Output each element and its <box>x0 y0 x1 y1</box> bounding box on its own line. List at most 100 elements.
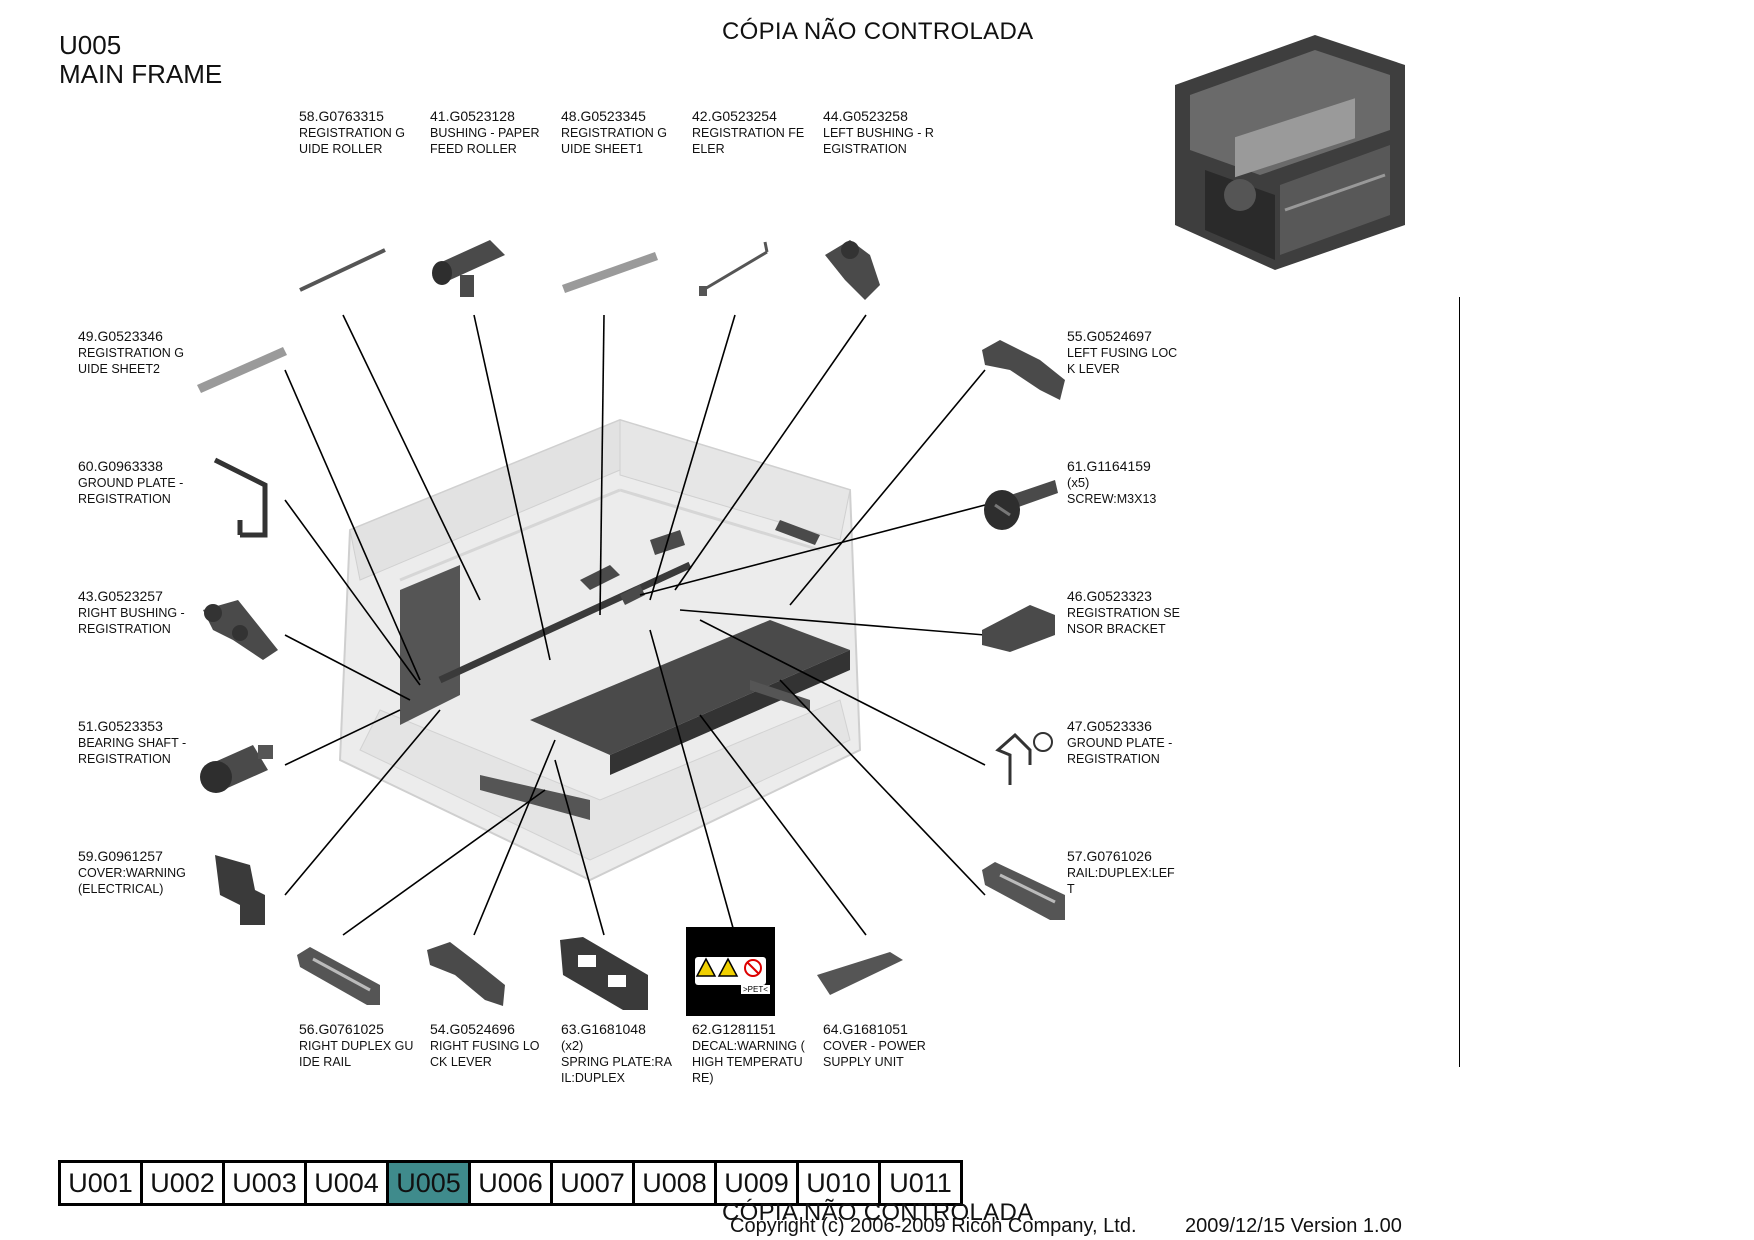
rail-duplex-left-image <box>982 862 1065 920</box>
part-number: 41.G0523128 <box>430 108 515 124</box>
tab-u010[interactable]: U010 <box>799 1163 881 1203</box>
bearing-shaft-registration-image <box>200 745 273 793</box>
warning-decal-image: >PET< <box>686 927 775 1016</box>
tab-u004[interactable]: U004 <box>307 1163 389 1203</box>
part-quantity: (x5) <box>1067 475 1090 490</box>
part-number: 47.G0523336 <box>1067 718 1152 734</box>
divider-line <box>1459 297 1460 1067</box>
registration-guide-roller-image <box>299 248 386 292</box>
right-bushing-registration-image <box>203 600 278 660</box>
screw-m3x13-image <box>984 480 1058 530</box>
part-label-57: 57.G0761026 RAIL:DUPLEX:LEF T <box>1067 847 1197 897</box>
part-description: RAIL:DUPLEX:LEF T <box>1067 866 1175 896</box>
part-description: REGISTRATION SE NSOR BRACKET <box>1067 606 1180 636</box>
part-number: 62.G1281151 <box>692 1021 776 1037</box>
right-duplex-guide-rail-image <box>297 947 380 1005</box>
tab-u006[interactable]: U006 <box>471 1163 553 1203</box>
part-label-58: 58.G0763315 REGISTRATION G UIDE ROLLER <box>299 107 429 157</box>
part-number: 51.G0523353 <box>78 718 163 734</box>
part-number: 63.G1681048 <box>561 1021 646 1037</box>
part-label-46: 46.G0523323 REGISTRATION SE NSOR BRACKET <box>1067 587 1197 637</box>
part-label-64: 64.G1681051 COVER - POWER SUPPLY UNIT <box>823 1020 953 1070</box>
part-number: 49.G0523346 <box>78 328 163 344</box>
part-number: 44.G0523258 <box>823 108 908 124</box>
decal-panel <box>695 957 766 985</box>
cover-power-supply-unit-image <box>817 952 903 995</box>
registration-guide-sheet1-image <box>562 252 658 293</box>
main-frame-assembly-image <box>338 418 862 882</box>
part-number: 54.G0524696 <box>430 1021 515 1037</box>
part-description: LEFT FUSING LOC K LEVER <box>1067 346 1178 376</box>
part-number: 55.G0524697 <box>1067 328 1152 344</box>
part-label-59: 59.G0961257 COVER:WARNING (ELECTRICAL) <box>78 847 208 897</box>
tab-u011[interactable]: U011 <box>889 1168 952 1198</box>
part-label-61: 61.G1164159 (x5) SCREW:M3X13 <box>1067 457 1197 507</box>
part-number: 61.G1164159 <box>1067 458 1151 474</box>
part-description: BUSHING - PAPER FEED ROLLER <box>430 126 540 156</box>
part-label-42: 42.G0523254 REGISTRATION FE ELER <box>692 107 822 157</box>
part-description: BEARING SHAFT - REGISTRATION <box>78 736 187 766</box>
part-description: DECAL:WARNING ( HIGH TEMPERATU RE) <box>692 1039 805 1085</box>
part-description: SPRING PLATE:RA IL:DUPLEX <box>561 1055 672 1085</box>
registration-guide-sheet2-image <box>197 347 287 393</box>
part-label-43: 43.G0523257 RIGHT BUSHING - REGISTRATION <box>78 587 208 637</box>
part-number: 43.G0523257 <box>78 588 163 604</box>
tab-u007[interactable]: U007 <box>553 1163 635 1203</box>
part-description: COVER:WARNING (ELECTRICAL) <box>78 866 186 896</box>
part-description: REGISTRATION G UIDE SHEET2 <box>78 346 185 376</box>
left-fusing-lock-lever-image <box>982 340 1065 400</box>
tab-u008[interactable]: U008 <box>635 1163 717 1203</box>
part-label-51: 51.G0523353 BEARING SHAFT - REGISTRATION <box>78 717 208 767</box>
part-label-41: 41.G0523128 BUSHING - PAPER FEED ROLLER <box>430 107 560 157</box>
version-text: 2009/12/15 Version 1.00 <box>1185 1215 1402 1237</box>
footer-uncontrolled-copy-stamp: CÓPIA NÃO CONTROLADA <box>722 1199 1034 1226</box>
registration-sensor-bracket-image <box>982 605 1055 652</box>
part-description: LEFT BUSHING - R EGISTRATION <box>823 126 934 156</box>
part-description: GROUND PLATE - REGISTRATION <box>78 476 184 506</box>
part-number: 48.G0523345 <box>561 108 646 124</box>
part-number: 42.G0523254 <box>692 108 777 124</box>
part-description: COVER - POWER SUPPLY UNIT <box>823 1039 926 1069</box>
tab-u005[interactable]: U005 <box>389 1163 471 1203</box>
printer-overview-image <box>1175 35 1405 270</box>
copyright-text: Copyright (c) 2006-2009 Ricoh Company, L… <box>730 1215 1137 1237</box>
spring-plate-rail-duplex-image <box>560 937 648 1010</box>
registration-feeler-image <box>699 241 769 296</box>
part-label-60: 60.G0963338 GROUND PLATE - REGISTRATION <box>78 457 208 507</box>
part-label-49: 49.G0523346 REGISTRATION G UIDE SHEET2 <box>78 327 208 377</box>
decal-pet-text: >PET< <box>741 985 770 994</box>
part-label-55: 55.G0524697 LEFT FUSING LOC K LEVER <box>1067 327 1197 377</box>
part-description: RIGHT DUPLEX GU IDE RAIL <box>299 1039 414 1069</box>
uncontrolled-copy-stamp: CÓPIA NÃO CONTROLADA <box>722 18 1034 45</box>
tab-u003[interactable]: U003 <box>225 1163 307 1203</box>
tab-u009[interactable]: U009 <box>717 1163 799 1203</box>
part-label-48: 48.G0523345 REGISTRATION G UIDE SHEET1 <box>561 107 691 157</box>
part-quantity: (x2) <box>561 1038 584 1053</box>
cover-warning-electrical-image <box>215 855 265 925</box>
part-description: GROUND PLATE - REGISTRATION <box>1067 736 1173 766</box>
part-number: 60.G0963338 <box>78 458 163 474</box>
part-number: 57.G0761026 <box>1067 848 1152 864</box>
part-description: RIGHT BUSHING - REGISTRATION <box>78 606 185 636</box>
part-label-54: 54.G0524696 RIGHT FUSING LO CK LEVER <box>430 1020 560 1070</box>
bushing-paper-feed-roller-image <box>432 240 505 297</box>
part-label-44: 44.G0523258 LEFT BUSHING - R EGISTRATION <box>823 107 953 157</box>
part-label-62: 62.G1281151 DECAL:WARNING ( HIGH TEMPERA… <box>692 1020 822 1086</box>
part-number: 46.G0523323 <box>1067 588 1152 604</box>
tab-u001[interactable]: U001 <box>61 1163 143 1203</box>
left-bushing-registration-image <box>825 240 880 300</box>
part-description: REGISTRATION FE ELER <box>692 126 805 156</box>
part-label-63: 63.G1681048 (x2) SPRING PLATE:RA IL:DUPL… <box>561 1020 691 1086</box>
right-fusing-lock-lever-image <box>427 942 505 1006</box>
decal-warning-icons <box>695 957 762 977</box>
part-number: 56.G0761025 <box>299 1021 384 1037</box>
part-description: REGISTRATION G UIDE ROLLER <box>299 126 406 156</box>
part-description: REGISTRATION G UIDE SHEET1 <box>561 126 668 156</box>
part-number: 64.G1681051 <box>823 1021 908 1037</box>
ground-plate-registration-image <box>213 457 268 538</box>
tab-u002[interactable]: U002 <box>143 1163 225 1203</box>
page-title: MAIN FRAME <box>59 59 223 89</box>
part-description: RIGHT FUSING LO CK LEVER <box>430 1039 540 1069</box>
unit-tab-bar: U001 U002 U003 U004 U005 U006 U007 U008 … <box>58 1160 963 1206</box>
